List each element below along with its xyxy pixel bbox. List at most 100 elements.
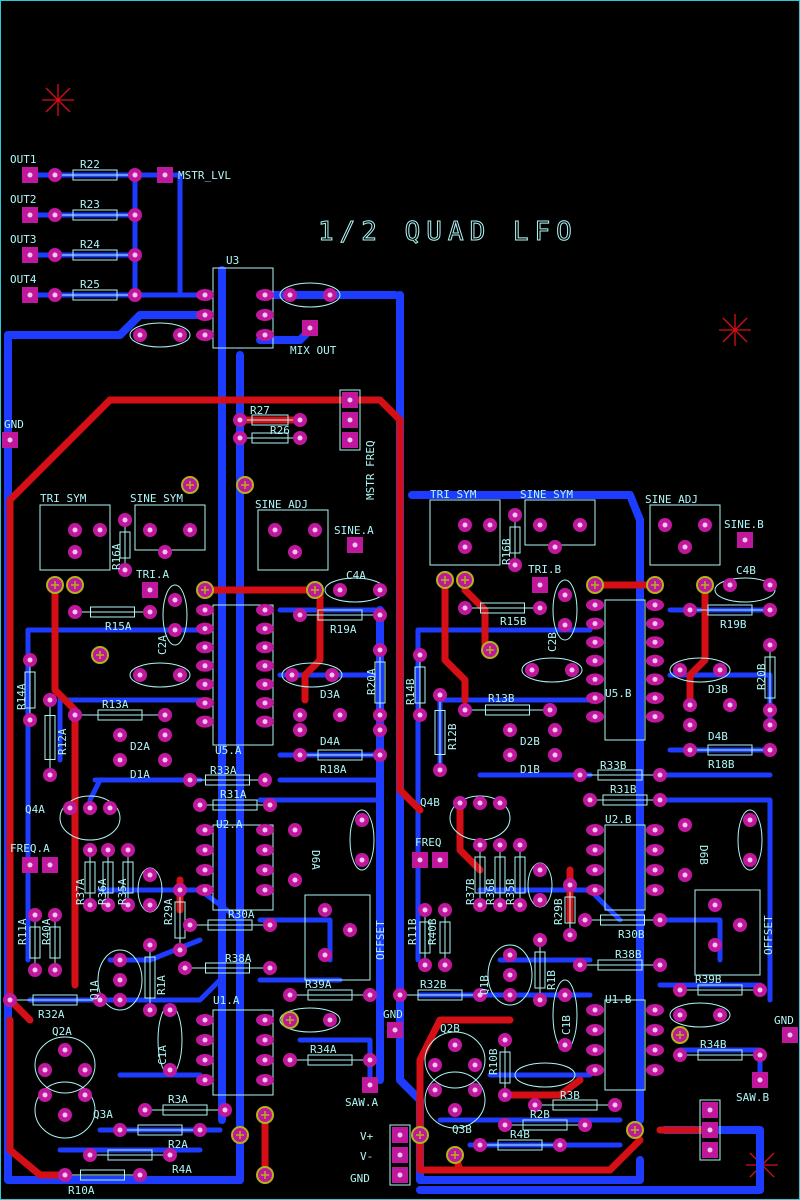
label-r38a: R38A: [225, 952, 252, 965]
u5b-pin-l0-hole: [592, 602, 598, 608]
label-r18a: R18A: [320, 763, 347, 776]
label-c1b: C1B: [560, 1015, 573, 1035]
r33a-pad1-hole: [187, 777, 193, 783]
q1b-pin1-hole: [507, 952, 513, 958]
u5a-pin-l4-hole: [202, 681, 208, 687]
label-vminus: V-: [360, 1150, 373, 1163]
d1b-pad1-hole: [507, 752, 513, 758]
offset-a-pad3-hole: [322, 952, 328, 958]
trim-tri-sym-a: [39, 504, 111, 571]
label-r40a: R40A: [40, 918, 53, 945]
freq-a-pin1-hole: [27, 862, 33, 868]
r37b-body: [474, 856, 486, 894]
label-offset-b: OFFSET: [762, 915, 775, 955]
r12a-pad1-hole: [47, 697, 53, 703]
r15a-pad2-hole: [147, 609, 153, 615]
tri-sym-a-pad3-hole: [97, 527, 103, 533]
r39a-pad1-hole: [287, 992, 293, 998]
u5b-pin-r1-hole: [652, 621, 658, 627]
r26-pad1-hole: [237, 435, 243, 441]
via-4-cross: [96, 651, 104, 659]
r29b-pad1-hole: [567, 882, 573, 888]
d6a-pad1-hole: [292, 827, 298, 833]
power-a-gnd-hole: [397, 1172, 403, 1178]
r40a-pad2-hole: [52, 967, 58, 973]
sine-adj-a-pad3-hole: [312, 527, 318, 533]
label-r16b: R16B: [500, 538, 513, 565]
label-r15b: R15B: [500, 615, 527, 628]
r33b-body: [597, 769, 643, 781]
r38b-body: [597, 959, 643, 971]
r16a-pad1-hole: [122, 517, 128, 523]
c1b-pad2-hole: [562, 1042, 568, 1048]
u5b-pin-l3-hole: [592, 658, 598, 664]
label-tri-b: TRI.B: [528, 563, 561, 576]
u5a-pin-l2-hole: [202, 644, 208, 650]
r2b-pad1-hole: [502, 1122, 508, 1128]
u5a-pin-r0-hole: [262, 607, 268, 613]
u5b-pin-r6-hole: [652, 714, 658, 720]
r32b-pad2-hole: [477, 992, 483, 998]
via-6-cross: [311, 586, 319, 594]
r4b-pad1-hole: [477, 1142, 483, 1148]
trim-offset-a: [304, 894, 371, 981]
r2a-pad1-hole: [117, 1127, 123, 1133]
r19b-body: [707, 604, 753, 616]
cap-u1a-pad2-hole: [327, 1017, 333, 1023]
r10a-pad2-hole: [137, 1172, 143, 1178]
u5a-pin-r4-hole: [262, 681, 268, 687]
label-out2: OUT2: [10, 193, 37, 206]
label-d1b: D1B: [520, 763, 540, 776]
r39a-body: [307, 989, 353, 1001]
cap-r35a-pad2-hole: [147, 902, 153, 908]
u2a-pin-l2-hole: [202, 867, 208, 873]
q4a-pin2-hole: [87, 805, 93, 811]
fiducial-star-right: [719, 314, 751, 346]
cap-u2a-pad2-hole: [359, 857, 365, 863]
r40a-body: [49, 926, 61, 959]
u2b-pin-l3-hole: [592, 887, 598, 893]
label-r14b: R14B: [404, 678, 417, 705]
via-16-cross: [416, 1131, 424, 1139]
u2a-pin-l1-hole: [202, 847, 208, 853]
label-r15a: R15A: [105, 620, 132, 633]
r13a-pad1-hole: [72, 712, 78, 718]
label-u3: U3: [226, 254, 239, 267]
r35a-body: [122, 861, 134, 894]
u5b-pin-l2-hole: [592, 639, 598, 645]
tri-sym-b-pad1-hole: [462, 522, 468, 528]
r10b-pad2-hole: [502, 1092, 508, 1098]
r35b-pad2-hole: [517, 902, 523, 908]
c2a-pad2-hole: [172, 627, 178, 633]
label-r3b: R3B: [560, 1089, 580, 1102]
r20a-body: [374, 661, 386, 704]
label-r32a: R32A: [38, 1008, 65, 1021]
r4b-body: [497, 1139, 543, 1151]
r1a-pad1-hole: [147, 942, 153, 948]
offset-a-pad2-hole: [347, 927, 353, 933]
label-u2b: U2.B: [605, 813, 632, 826]
sine-sym-a-pad3-hole: [187, 527, 193, 533]
d4b-pad2-hole: [767, 722, 773, 728]
r30b-body: [600, 914, 645, 926]
sine-b-connector-hole: [742, 537, 748, 543]
label-r13b: R13B: [488, 692, 515, 705]
via-0-cross: [186, 481, 194, 489]
r19b-pad1-hole: [687, 607, 693, 613]
r24-pad2-hole: [132, 252, 138, 258]
q1a-pin2-hole: [117, 977, 123, 983]
r11b-pad2-hole: [422, 962, 428, 968]
u2b-pin-r2-hole: [652, 867, 658, 873]
r13a-body: [97, 709, 143, 721]
u2b-pin-r0-hole: [652, 827, 658, 833]
label-out3: OUT3: [10, 233, 37, 246]
d3b-pad2-hole: [727, 702, 733, 708]
q3b-pin1-hole: [432, 1087, 438, 1093]
label-mstr-freq: MSTR FREQ: [364, 440, 377, 500]
r3b-pad2-hole: [612, 1102, 618, 1108]
label-saw-b: SAW.B: [736, 1091, 769, 1104]
saw-a-connector-hole: [367, 1082, 373, 1088]
c1a-pad2-hole: [167, 1067, 173, 1073]
r11b-pad1-hole: [422, 907, 428, 913]
r33a-body: [205, 774, 250, 786]
